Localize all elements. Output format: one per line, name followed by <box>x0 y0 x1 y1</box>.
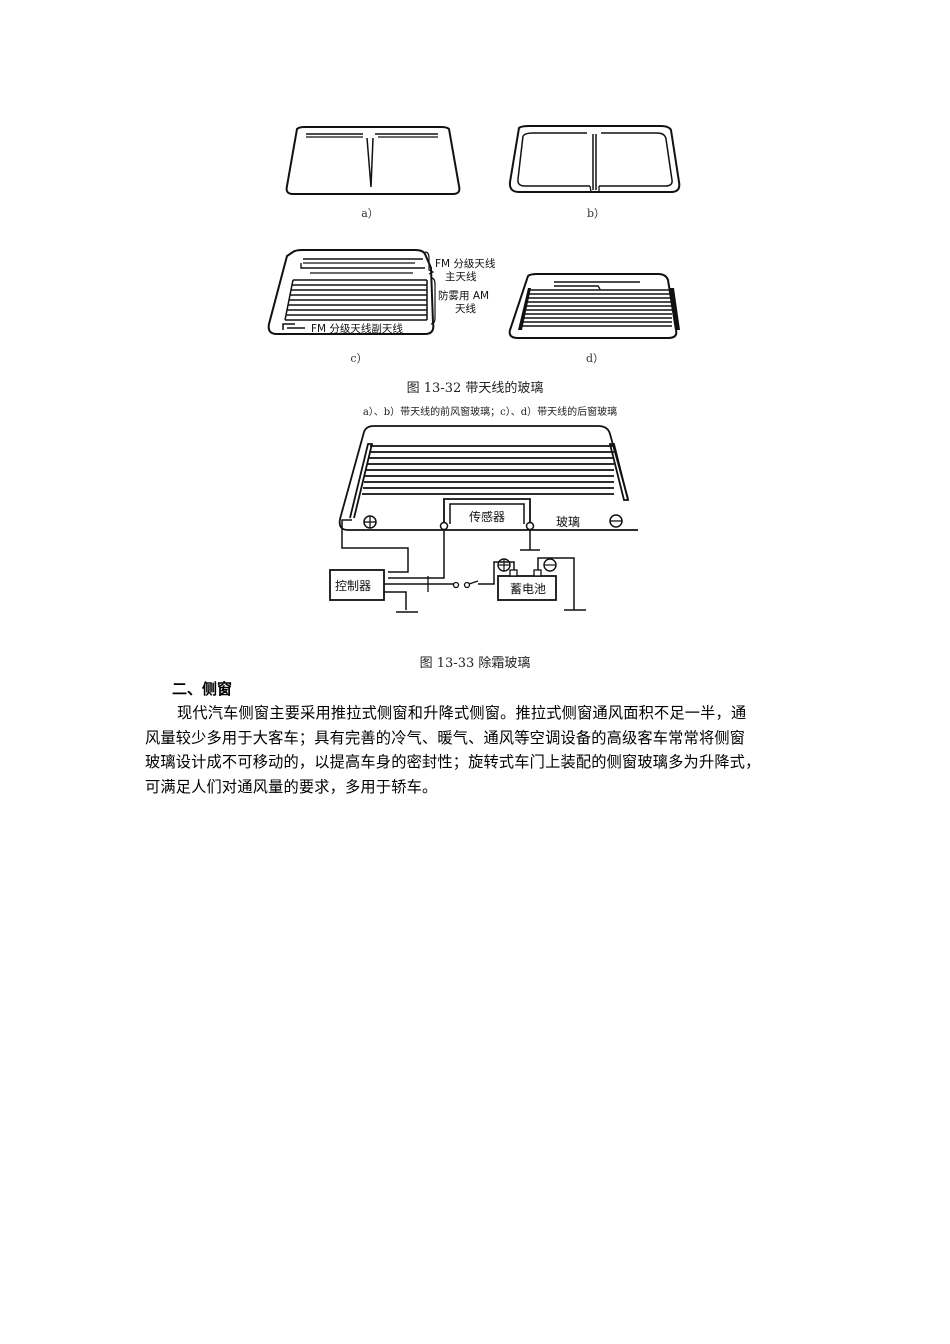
paragraph-line-2: 风量较少多用于大客车；具有完善的冷气、暖气、通风等空调设备的高级客车常常将侧窗 <box>145 728 746 747</box>
panel-c-rear-window-diagram: FM 分级天线 主天线 防雾用 AM 天线 FM 分级天线副天线 <box>267 249 496 335</box>
panel-b-label: b） <box>586 207 606 220</box>
panel-d-label: d） <box>585 352 605 365</box>
fm-main-antenna-label-line1: FM 分级天线 <box>435 257 496 270</box>
panel-a-label: a） <box>361 207 379 220</box>
panel-a-windshield-diagram <box>285 126 461 195</box>
paragraph-line-1: 现代汽车侧窗主要采用推拉式侧窗和升降式侧窗。推拉式侧窗通风面积不足一半，通 <box>177 704 747 722</box>
am-defog-antenna-label-line2: 天线 <box>455 302 476 315</box>
panel-c-label: c） <box>350 352 368 365</box>
figure-13-33-caption: 图 13-33 除霜玻璃 <box>419 656 531 671</box>
fm-main-antenna-label-line2: 主天线 <box>445 270 477 283</box>
figure-13-32: a） b） FM 分级天线 <box>0 0 950 420</box>
paragraph-line-3: 玻璃设计成不可移动的，以提高车身的密封性；旋转式车门上装配的侧窗玻璃多为升降式， <box>145 753 761 771</box>
section-heading: 二、侧窗 <box>172 680 233 698</box>
am-defog-antenna-label-line1: 防雾用 AM <box>438 289 489 302</box>
controller-label: 控制器 <box>335 579 371 593</box>
paragraph-line-4: 可满足人们对通风量的要求，多用于轿车。 <box>145 777 438 796</box>
fm-sub-antenna-label: FM 分级天线副天线 <box>311 322 403 335</box>
panel-b-windshield-diagram <box>508 125 681 193</box>
glass-label: 玻璃 <box>556 515 580 529</box>
figure-13-32-caption: 图 13-32 带天线的玻璃 <box>406 381 544 396</box>
figure-13-33-defrost-circuit-diagram: 传感器 玻璃 控制器 蓄电池 <box>329 425 638 613</box>
section-paragraph: 现代汽车侧窗主要采用推拉式侧窗和升降式侧窗。推拉式侧窗通风面积不足一半，通 风量… <box>145 701 817 799</box>
battery-label: 蓄电池 <box>510 582 546 596</box>
panel-d-rear-window-diagram <box>508 273 680 339</box>
figure-13-32-subcaption: a）、b）带天线的前风窗玻璃；c）、d）带天线的后窗玻璃 <box>362 407 618 418</box>
sensor-label: 传感器 <box>469 509 505 524</box>
